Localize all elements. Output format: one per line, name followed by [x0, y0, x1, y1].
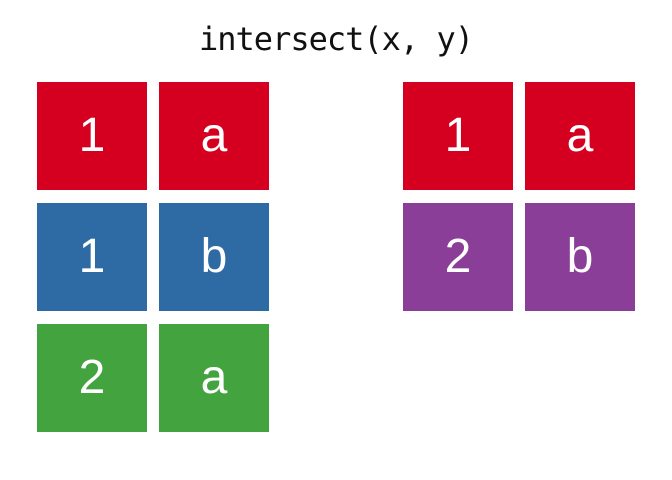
- table-x-cell-r3c1: 2: [37, 324, 147, 432]
- table-y-cell-r1c2: a: [525, 82, 635, 190]
- table-y: 1 a 2 b: [403, 82, 635, 311]
- table-x-cell-r3c2: a: [159, 324, 269, 432]
- table-y-cell-r1c1: 1: [403, 82, 513, 190]
- table-y-cell-r2c1: 2: [403, 203, 513, 311]
- table-x-cell-r2c1: 1: [37, 203, 147, 311]
- table-x: 1 a 1 b 2 a: [37, 82, 269, 432]
- figure-title: intersect(x, y): [199, 20, 474, 58]
- table-x-cell-r1c2: a: [159, 82, 269, 190]
- table-x-cell-r2c2: b: [159, 203, 269, 311]
- table-y-cell-r2c2: b: [525, 203, 635, 311]
- table-x-cell-r1c1: 1: [37, 82, 147, 190]
